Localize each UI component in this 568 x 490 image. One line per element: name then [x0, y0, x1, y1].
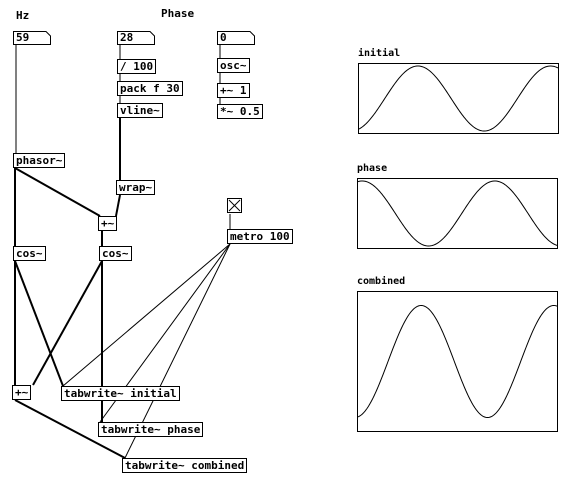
- freq-number-box[interactable]: 59: [13, 31, 51, 45]
- osc-object[interactable]: osc~: [217, 58, 250, 73]
- array-graph-phase[interactable]: [357, 178, 558, 249]
- phase-number-box[interactable]: 28: [117, 31, 155, 45]
- freq-value: 59: [16, 31, 30, 44]
- number-box-frame: [117, 31, 155, 45]
- vline-object[interactable]: vline~: [117, 103, 163, 118]
- cord-cos1-twinit[interactable]: [14, 260, 64, 387]
- times-half-object[interactable]: *~ 0.5: [217, 104, 263, 119]
- graph-label-initial: initial: [358, 48, 401, 59]
- plus-one-object[interactable]: +~ 1: [217, 83, 250, 98]
- graph-label-combined: combined: [357, 276, 406, 287]
- toggle[interactable]: [227, 198, 242, 213]
- phase-comment: Phase: [161, 7, 195, 20]
- osc-freq-value: 0: [220, 31, 227, 44]
- number-box-frame: [217, 31, 255, 45]
- tabwrite-initial-object[interactable]: tabwrite~ initial: [61, 386, 180, 401]
- graph-label-phase: phase: [357, 163, 388, 174]
- array-graph-combined[interactable]: [357, 291, 558, 432]
- cord-cos2-add[interactable]: [32, 260, 103, 386]
- phase-value: 28: [120, 31, 134, 44]
- waveform-phase: [358, 180, 557, 247]
- tabwrite-combined-object[interactable]: tabwrite~ combined: [122, 458, 248, 473]
- hz-comment: Hz: [16, 9, 30, 22]
- toggle-x-mark: [228, 199, 241, 212]
- add-sum-object[interactable]: +~: [12, 385, 32, 400]
- cord-wrap-add[interactable]: [115, 194, 121, 217]
- phasor-object[interactable]: phasor~: [13, 153, 66, 168]
- cos-object-2[interactable]: cos~: [99, 246, 132, 261]
- cos-object-1[interactable]: cos~: [13, 246, 46, 261]
- array-graph-initial[interactable]: [358, 63, 559, 134]
- div-object[interactable]: / 100: [117, 59, 157, 74]
- cord-phasor-add[interactable]: [14, 167, 101, 217]
- cord-metro-twinit[interactable]: [62, 243, 231, 387]
- waveform-initial: [359, 65, 558, 132]
- metro-object[interactable]: metro 100: [227, 229, 293, 244]
- waveform-combined: [358, 304, 557, 419]
- tabwrite-phase-object[interactable]: tabwrite~ phase: [98, 422, 204, 437]
- add-phase-object[interactable]: +~: [98, 216, 118, 231]
- pack-object[interactable]: pack f 30: [117, 81, 183, 96]
- number-box-frame: [13, 31, 51, 45]
- cord-add-twcomb[interactable]: [14, 399, 126, 459]
- wrap-object[interactable]: wrap~: [116, 180, 156, 195]
- osc-freq-number-box[interactable]: 0: [217, 31, 255, 45]
